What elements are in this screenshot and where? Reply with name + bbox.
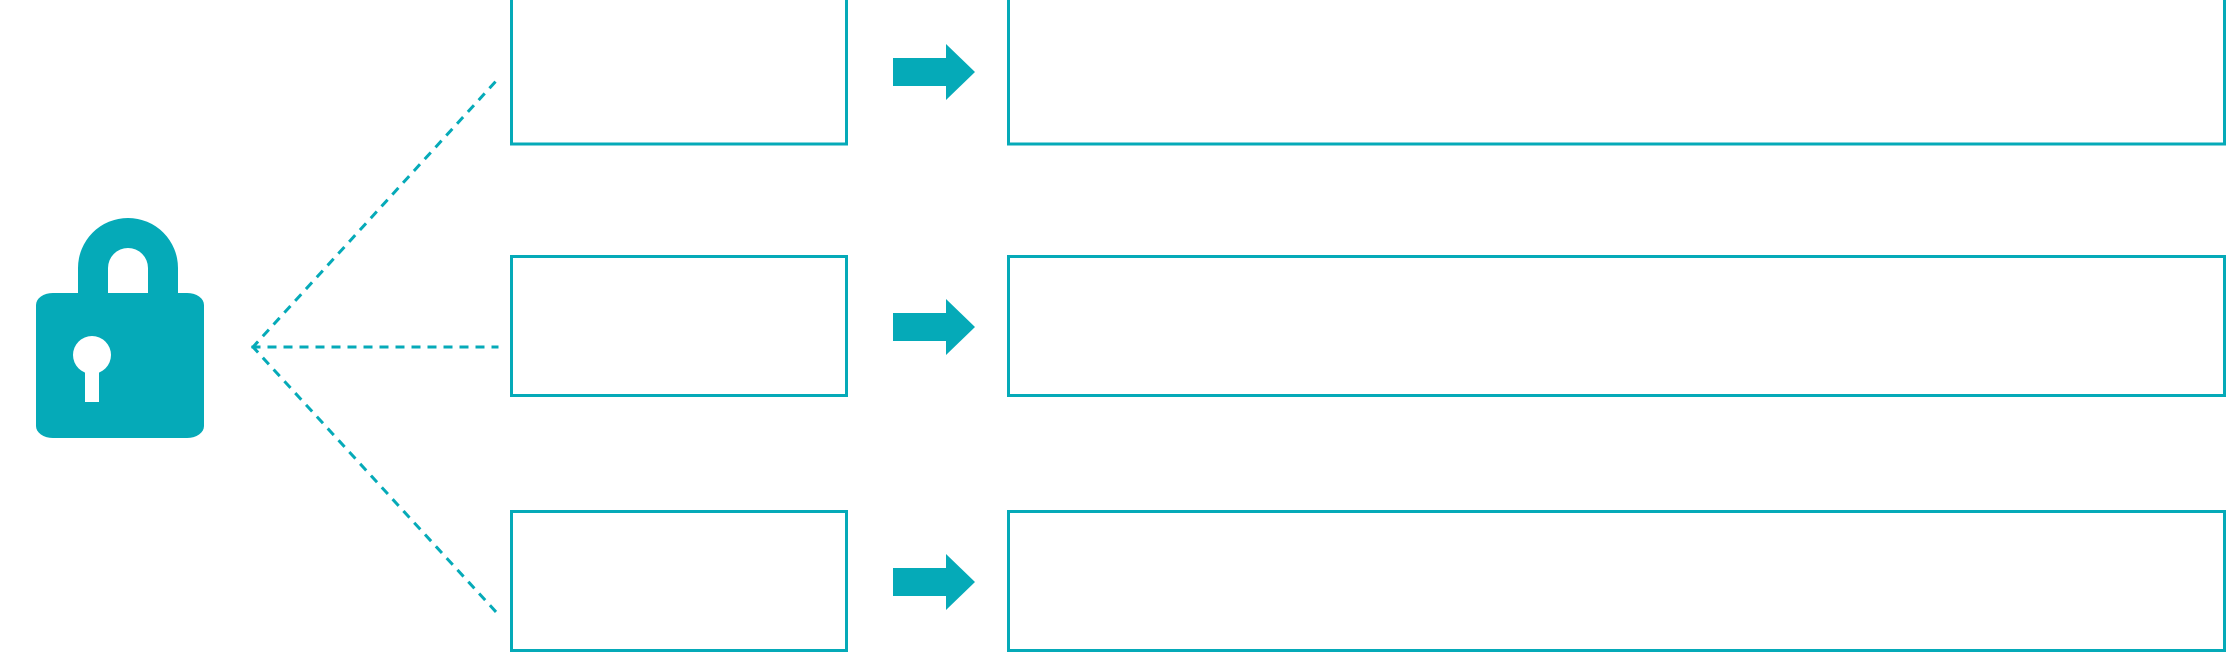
right-box-row-1[interactable] — [1007, 0, 2226, 146]
arrow-right-icon-row-1 — [893, 44, 975, 100]
left-box-row-3[interactable] — [510, 510, 848, 652]
left-box-label-row-3[interactable] — [511, 511, 849, 652]
right-box-row-3[interactable] — [1007, 510, 2226, 652]
connector-to-row-3 — [250, 344, 500, 616]
left-box-text-row-1 — [511, 0, 849, 146]
right-box-label-row-1[interactable] — [1008, 0, 2226, 146]
arrow-right-icon-row-3 — [893, 554, 975, 610]
right-box-label-row-3[interactable] — [1008, 511, 2226, 652]
left-box-text-row-3 — [511, 511, 849, 652]
connector-group — [250, 77, 500, 616]
right-box-text-row-2 — [1008, 256, 2226, 397]
arrow-right-icon-row-2 — [893, 299, 975, 355]
connector-to-row-1 — [250, 77, 500, 350]
right-box-text-row-1 — [1008, 0, 2226, 146]
right-box-label-row-2[interactable] — [1008, 256, 2226, 397]
right-box-text-row-3 — [1008, 511, 2226, 652]
left-box-row-2[interactable] — [510, 255, 848, 397]
lock-icon — [36, 218, 204, 438]
lock-keyhole-circle — [73, 336, 111, 374]
lock-body-shape — [36, 293, 204, 438]
left-box-row-1[interactable] — [510, 0, 848, 146]
lock-keyhole-stem — [85, 362, 99, 402]
left-box-text-row-2 — [511, 256, 849, 397]
left-box-label-row-1[interactable] — [511, 0, 849, 146]
left-box-label-row-2[interactable] — [511, 256, 849, 397]
right-box-row-2[interactable] — [1007, 255, 2226, 397]
